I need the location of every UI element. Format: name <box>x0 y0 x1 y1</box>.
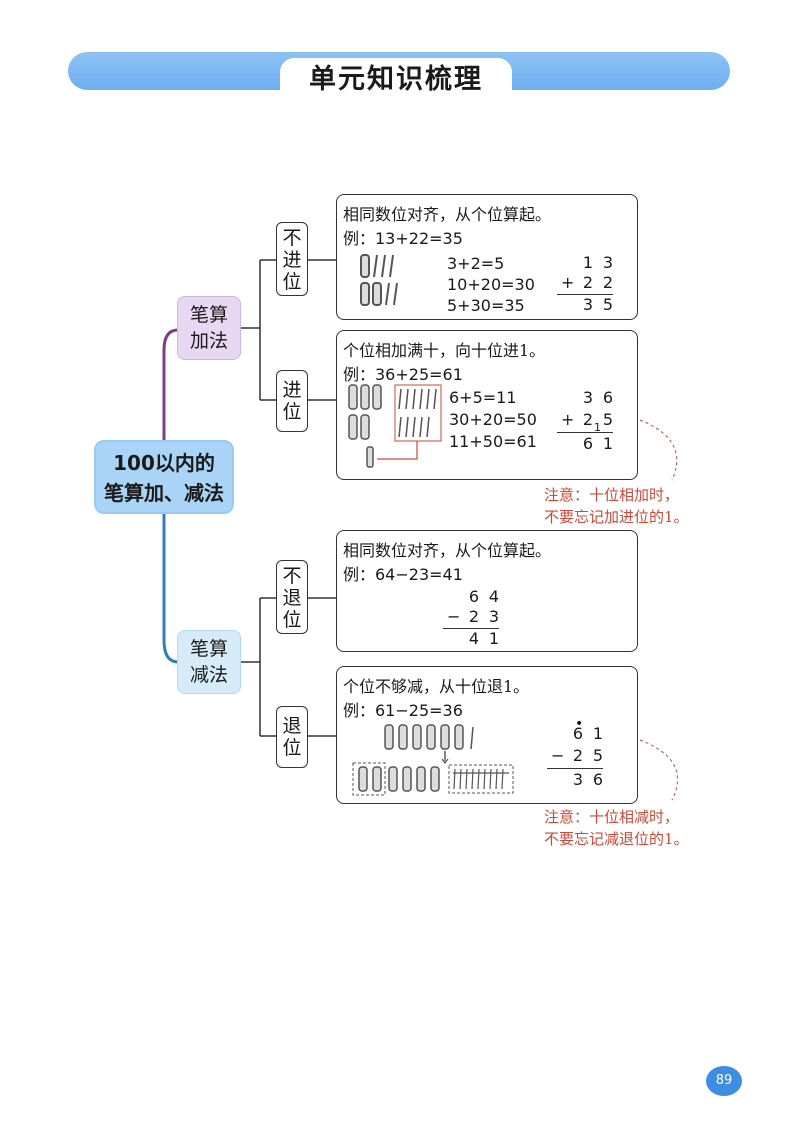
borrow-dot: • <box>575 716 584 732</box>
digit: 5 <box>602 410 614 429</box>
root-line1: 100以内的 <box>113 451 215 475</box>
page-title: 单元知识梳理 <box>309 64 483 95</box>
tab-char: 不 <box>282 227 302 249</box>
digit: 4 <box>468 629 480 648</box>
carry-note: 注意：十位相加时， 不要忘记加进位的1。 <box>544 484 689 528</box>
operator: − <box>551 746 565 765</box>
digit: 1 <box>488 629 500 648</box>
rule-text: 个位不够减，从十位退1。 <box>343 677 530 696</box>
step: 10+20=30 <box>447 275 535 294</box>
root-line2: 笔算加、减法 <box>104 481 224 505</box>
addition-node: 笔算 加法 <box>177 296 241 360</box>
addition-label-1: 笔算 <box>189 304 228 326</box>
tab-borrow: 退 位 <box>276 706 308 768</box>
digit: 3 <box>488 607 500 626</box>
step: 5+30=35 <box>447 296 525 315</box>
steps: 3+2=5 10+20=30 5+30=35 <box>447 253 535 316</box>
step: 3+2=5 <box>447 254 505 273</box>
tab-carry: 进 位 <box>276 370 308 432</box>
borrow-note: 注意：十位相减时， 不要忘记减退位的1。 <box>544 806 689 850</box>
tab-char: 退 <box>282 587 302 609</box>
difference-line <box>547 768 603 769</box>
note-line: 注意：十位相加时， <box>544 486 680 504</box>
counting-sticks-icon <box>352 724 514 796</box>
difference-line <box>443 628 499 629</box>
digit: 5 <box>602 295 614 314</box>
sum-line <box>557 432 613 433</box>
carry-box: 个位相加满十，向十位进1。 例：36+25=61 6+5=11 30+20=50… <box>336 330 638 480</box>
digit: 6 <box>572 724 584 743</box>
no-carry-box: 相同数位对齐，从个位算起。 例：13+22=35 3+2=5 10+20=30 … <box>336 194 638 320</box>
example-text: 例：13+22=35 <box>343 229 463 248</box>
digit: 3 <box>602 253 614 272</box>
tab-char: 位 <box>282 737 302 759</box>
digit: 1 <box>602 434 614 453</box>
note-line: 不要忘记减退位的1。 <box>544 830 689 848</box>
subtraction-label-1: 笔算 <box>189 638 228 660</box>
example-text: 例：64−23=41 <box>343 565 463 584</box>
operator: + <box>561 273 575 292</box>
tab-char: 位 <box>282 401 302 423</box>
digit: 1 <box>582 253 594 272</box>
digit: 2 <box>582 410 594 429</box>
tab-char: 进 <box>282 379 302 401</box>
counting-sticks-icon <box>348 384 442 468</box>
step: 6+5=11 <box>449 388 517 407</box>
digit: 1 <box>592 724 604 743</box>
tab-char: 退 <box>282 715 302 737</box>
tab-char: 位 <box>282 271 302 293</box>
title-tab <box>280 58 512 102</box>
digit: 2 <box>602 273 614 292</box>
digit: 4 <box>488 587 500 606</box>
digit: 6 <box>602 388 614 407</box>
digit: 6 <box>582 434 594 453</box>
rule-text: 相同数位对齐，从个位算起。 <box>343 205 552 224</box>
digit: 6 <box>592 770 604 789</box>
tab-char: 位 <box>282 609 302 631</box>
tab-char: 进 <box>282 249 302 271</box>
page-number: 89 <box>706 1066 742 1096</box>
carry-mark: 1 <box>594 421 601 434</box>
tab-char: 不 <box>282 565 302 587</box>
rule-text: 个位相加满十，向十位进1。 <box>343 341 546 360</box>
subtraction-label-2: 减法 <box>189 664 228 686</box>
sum-line <box>557 294 613 295</box>
digit: 3 <box>582 388 594 407</box>
tab-no-borrow: 不 退 位 <box>276 560 308 634</box>
steps: 6+5=11 30+20=50 11+50=61 <box>449 387 537 453</box>
digit: 2 <box>582 273 594 292</box>
note-line: 不要忘记加进位的1。 <box>544 508 689 526</box>
digit: 3 <box>572 770 584 789</box>
note-line: 注意：十位相减时， <box>544 808 680 826</box>
step: 30+20=50 <box>449 410 537 429</box>
digit: 3 <box>582 295 594 314</box>
subtraction-node: 笔算 减法 <box>177 630 241 694</box>
operator: − <box>447 607 461 626</box>
root-node: 100以内的 笔算加、减法 <box>94 440 234 514</box>
tab-no-carry: 不 进 位 <box>276 222 308 296</box>
step: 11+50=61 <box>449 432 537 451</box>
operator: + <box>561 410 575 429</box>
addition-label-2: 加法 <box>189 330 228 352</box>
example-text: 例：61−25=36 <box>343 701 463 720</box>
counting-sticks-icon <box>360 254 398 306</box>
digit: 5 <box>592 746 604 765</box>
digit: 2 <box>468 607 480 626</box>
digit: 2 <box>572 746 584 765</box>
rule-text: 相同数位对齐，从个位算起。 <box>343 541 552 560</box>
digit: 6 <box>468 587 480 606</box>
example-text: 例：36+25=61 <box>343 365 463 384</box>
